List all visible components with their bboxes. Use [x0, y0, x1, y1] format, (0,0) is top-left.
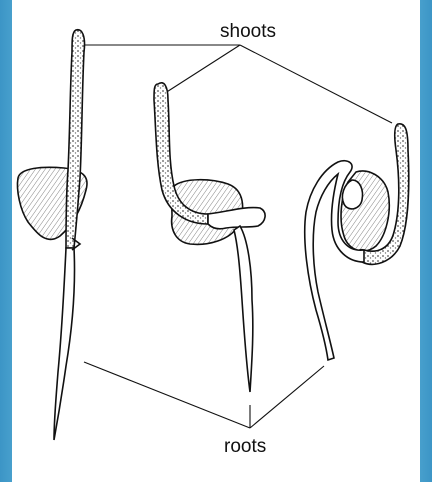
shoot-1	[66, 30, 85, 248]
root-2	[234, 226, 253, 392]
diagram-panel: shoots roots	[12, 0, 420, 482]
seedling-diagram	[12, 0, 420, 482]
seedling-2	[154, 83, 265, 392]
root-leader-lines	[84, 362, 324, 428]
shoot-leader-lines	[84, 45, 392, 123]
root-1	[54, 248, 75, 440]
shoots-label: shoots	[220, 22, 276, 41]
roots-label: roots	[224, 437, 266, 456]
seedling-3	[305, 124, 409, 360]
seedling-1	[17, 30, 87, 440]
bulb-3	[342, 180, 362, 209]
